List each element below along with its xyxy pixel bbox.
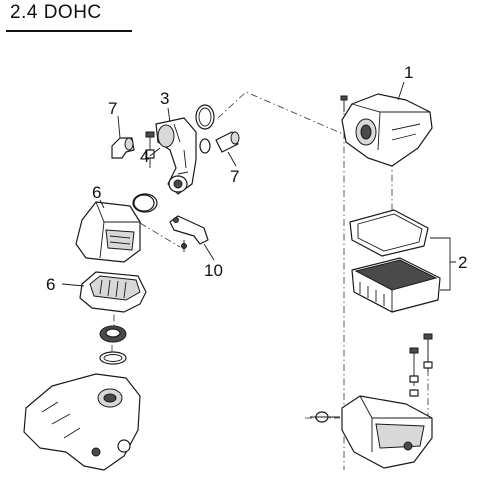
retaining-ring bbox=[99, 351, 127, 365]
callout-6-top: 6 bbox=[92, 183, 101, 202]
callout-2: 2 bbox=[458, 253, 467, 272]
mounting-bracket bbox=[169, 215, 209, 252]
hose-clamp-upper bbox=[195, 104, 215, 130]
intake-hose bbox=[155, 117, 197, 195]
resonator-housing bbox=[75, 201, 141, 263]
callout-7-left: 7 bbox=[108, 99, 117, 118]
leader-lines bbox=[61, 81, 456, 291]
filter-gasket bbox=[349, 209, 429, 257]
callout-1: 1 bbox=[404, 63, 413, 82]
resonator-clamp bbox=[133, 194, 155, 212]
title-underline bbox=[6, 30, 132, 32]
throttle-gasket-ring bbox=[99, 325, 127, 343]
breather-pipe-right bbox=[215, 131, 240, 153]
case-mount-bolts bbox=[409, 333, 433, 397]
callout-3: 3 bbox=[160, 89, 169, 108]
cover-bolt bbox=[340, 95, 348, 112]
diagram-title: 2.4 DOHC bbox=[10, 2, 102, 23]
air-cleaner-upper-cover bbox=[341, 93, 433, 167]
intake-manifold bbox=[23, 373, 141, 471]
air-filter-element bbox=[351, 257, 441, 313]
callout-6-bottom: 6 bbox=[46, 275, 55, 294]
breather-elbow-left bbox=[111, 137, 135, 159]
air-cleaner-lower-case bbox=[341, 395, 433, 469]
clamp-bolt bbox=[145, 131, 155, 168]
lower-air-housing bbox=[79, 271, 147, 313]
hose-clamp-small bbox=[199, 138, 211, 154]
callout-7-right: 7 bbox=[230, 167, 239, 186]
side-bolt bbox=[310, 411, 340, 423]
callout-10: 10 bbox=[204, 261, 223, 280]
callout-4: 4 bbox=[140, 147, 149, 166]
